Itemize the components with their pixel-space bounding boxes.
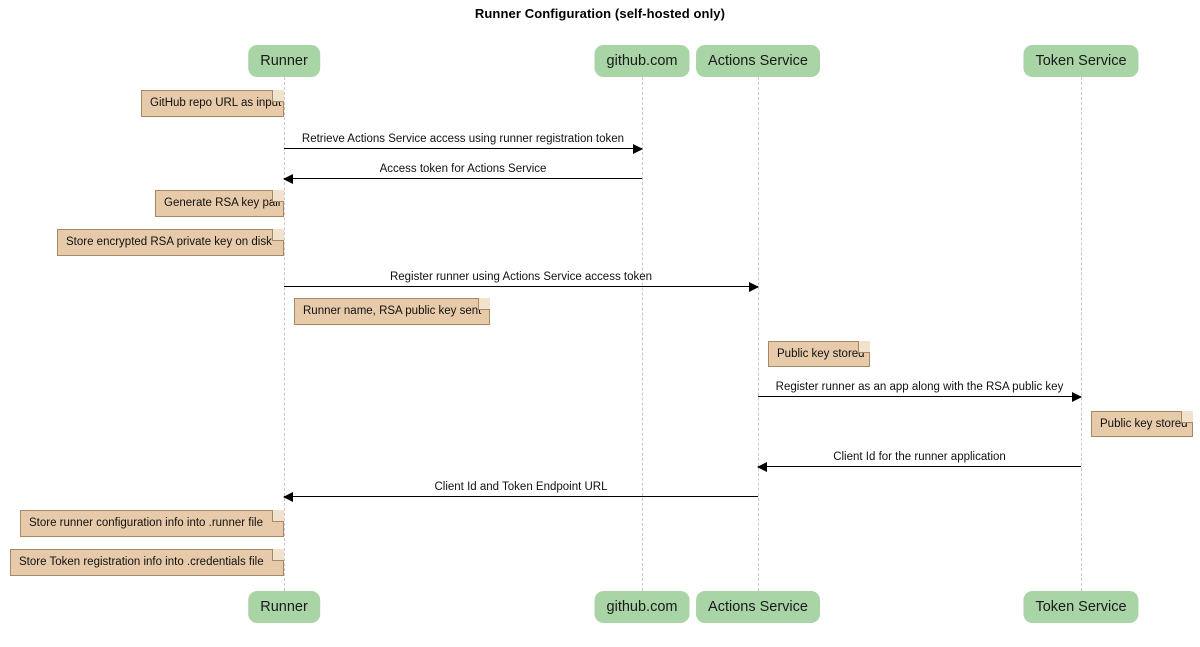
lifeline-actions [758, 77, 759, 591]
message-m1: Retrieve Actions Service access using ru… [284, 133, 643, 154]
participant-token-bottom[interactable]: Token Service [1023, 591, 1139, 623]
arrowhead-left-icon [283, 491, 293, 502]
arrowhead-right-icon [633, 143, 643, 154]
note-n2: Generate RSA key pair [155, 190, 284, 217]
participant-token-top[interactable]: Token Service [1023, 45, 1139, 77]
note-n3: Store encrypted RSA private key on disk [57, 229, 284, 256]
note-text: Public key stored [777, 348, 865, 360]
note-text: GitHub repo URL as input [150, 97, 282, 109]
participant-label: Runner [260, 53, 308, 69]
participant-label: Token Service [1035, 53, 1127, 69]
note-text: Store Token registration info into .cred… [19, 556, 264, 568]
note-fold-corner-icon [478, 298, 490, 310]
note-fold-corner-icon [272, 510, 284, 522]
note-text: Generate RSA key pair [164, 197, 282, 209]
page-title: Runner Configuration (self-hosted only) [474, 6, 726, 21]
message-label: Register runner using Actions Service ac… [389, 271, 653, 283]
participant-runner-bottom[interactable]: Runner [248, 591, 320, 623]
message-m5: Client Id for the runner application [757, 451, 1081, 472]
note-fold-corner-icon [272, 190, 284, 202]
participant-github-top[interactable]: github.com [594, 45, 690, 77]
arrowhead-right-icon [749, 281, 759, 292]
note-n6: Public key stored [1091, 411, 1193, 437]
note-fold-corner-icon [272, 90, 284, 102]
participant-runner-top[interactable]: Runner [248, 45, 320, 77]
message-m2: Access token for Actions Service [283, 163, 642, 184]
note-fold-corner-icon [858, 341, 870, 353]
note-n8: Store Token registration info into .cred… [10, 549, 284, 576]
participant-label: Runner [260, 599, 308, 615]
participant-github-bottom[interactable]: github.com [594, 591, 690, 623]
message-label: Client Id for the runner application [833, 451, 1006, 463]
participant-label: Token Service [1035, 599, 1127, 615]
note-fold-corner-icon [272, 229, 284, 241]
note-fold-corner-icon [272, 549, 284, 561]
arrowhead-left-icon [757, 461, 767, 472]
lifeline-github [642, 77, 643, 591]
note-text: Store encrypted RSA private key on disk [66, 236, 272, 248]
lifeline-token [1081, 77, 1082, 591]
arrowhead-left-icon [283, 173, 293, 184]
participant-label: github.com [606, 53, 678, 69]
message-m6: Client Id and Token Endpoint URL [283, 481, 758, 502]
message-m3: Register runner using Actions Service ac… [284, 271, 759, 292]
note-n7: Store runner configuration info into .ru… [20, 510, 284, 537]
message-label: Register runner as an app along with the… [775, 381, 1064, 393]
note-text: Runner name, RSA public key sent [303, 305, 482, 317]
note-text: Public key stored [1100, 418, 1188, 430]
message-label: Client Id and Token Endpoint URL [434, 481, 608, 493]
arrowhead-right-icon [1072, 391, 1082, 402]
message-label: Retrieve Actions Service access using ru… [301, 133, 625, 145]
note-fold-corner-icon [1181, 411, 1193, 423]
participant-label: Actions Service [708, 599, 808, 615]
message-label: Access token for Actions Service [379, 163, 547, 175]
participant-label: github.com [606, 599, 678, 615]
participant-actions-top[interactable]: Actions Service [696, 45, 820, 77]
lifeline-runner [284, 77, 285, 591]
note-text: Store runner configuration info into .ru… [29, 517, 263, 529]
message-m4: Register runner as an app along with the… [758, 381, 1082, 402]
note-n4: Runner name, RSA public key sent [294, 298, 490, 325]
note-n5: Public key stored [768, 341, 870, 367]
note-n1: GitHub repo URL as input [141, 90, 284, 117]
participant-label: Actions Service [708, 53, 808, 69]
participant-actions-bottom[interactable]: Actions Service [696, 591, 820, 623]
